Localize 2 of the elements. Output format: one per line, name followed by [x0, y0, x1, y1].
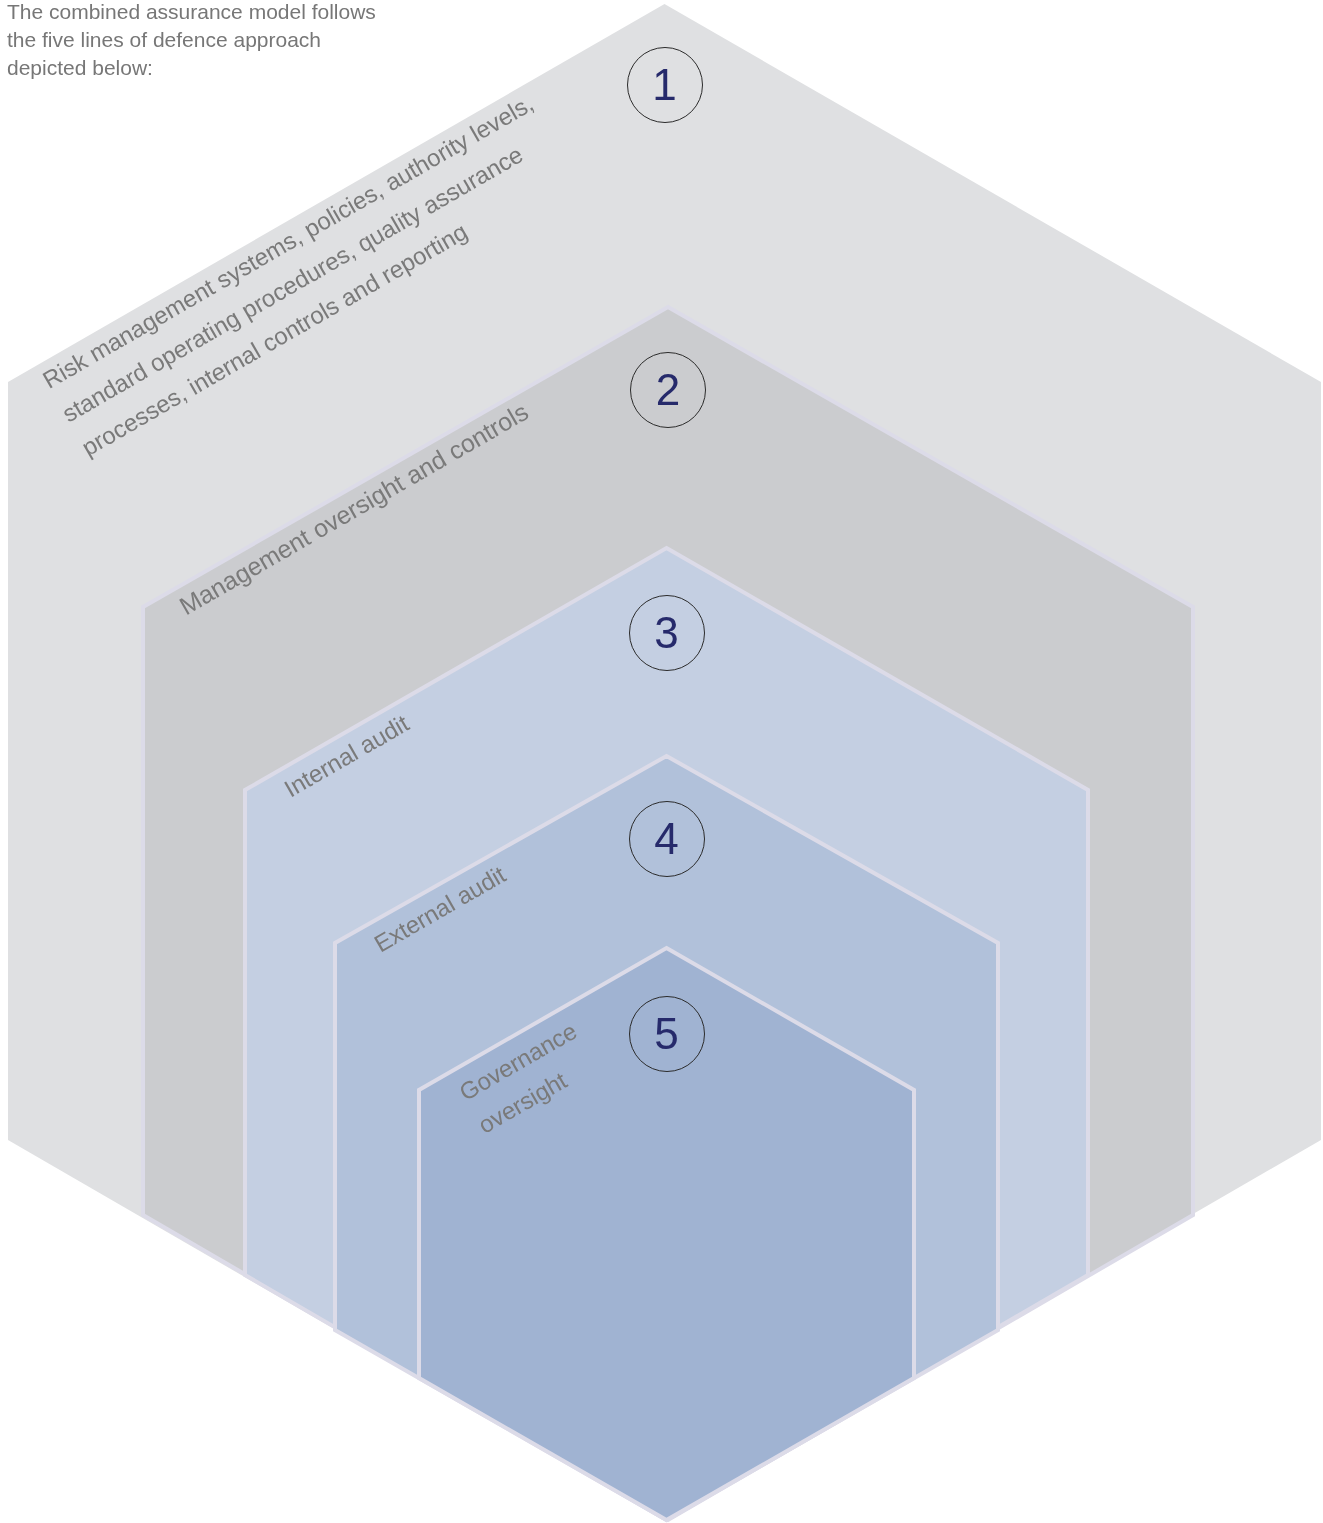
- intro-text: The combined assurance model follows the five lines of defence approach depicted below:: [7, 0, 377, 81]
- hexagon-layer: [8, 4, 1321, 1520]
